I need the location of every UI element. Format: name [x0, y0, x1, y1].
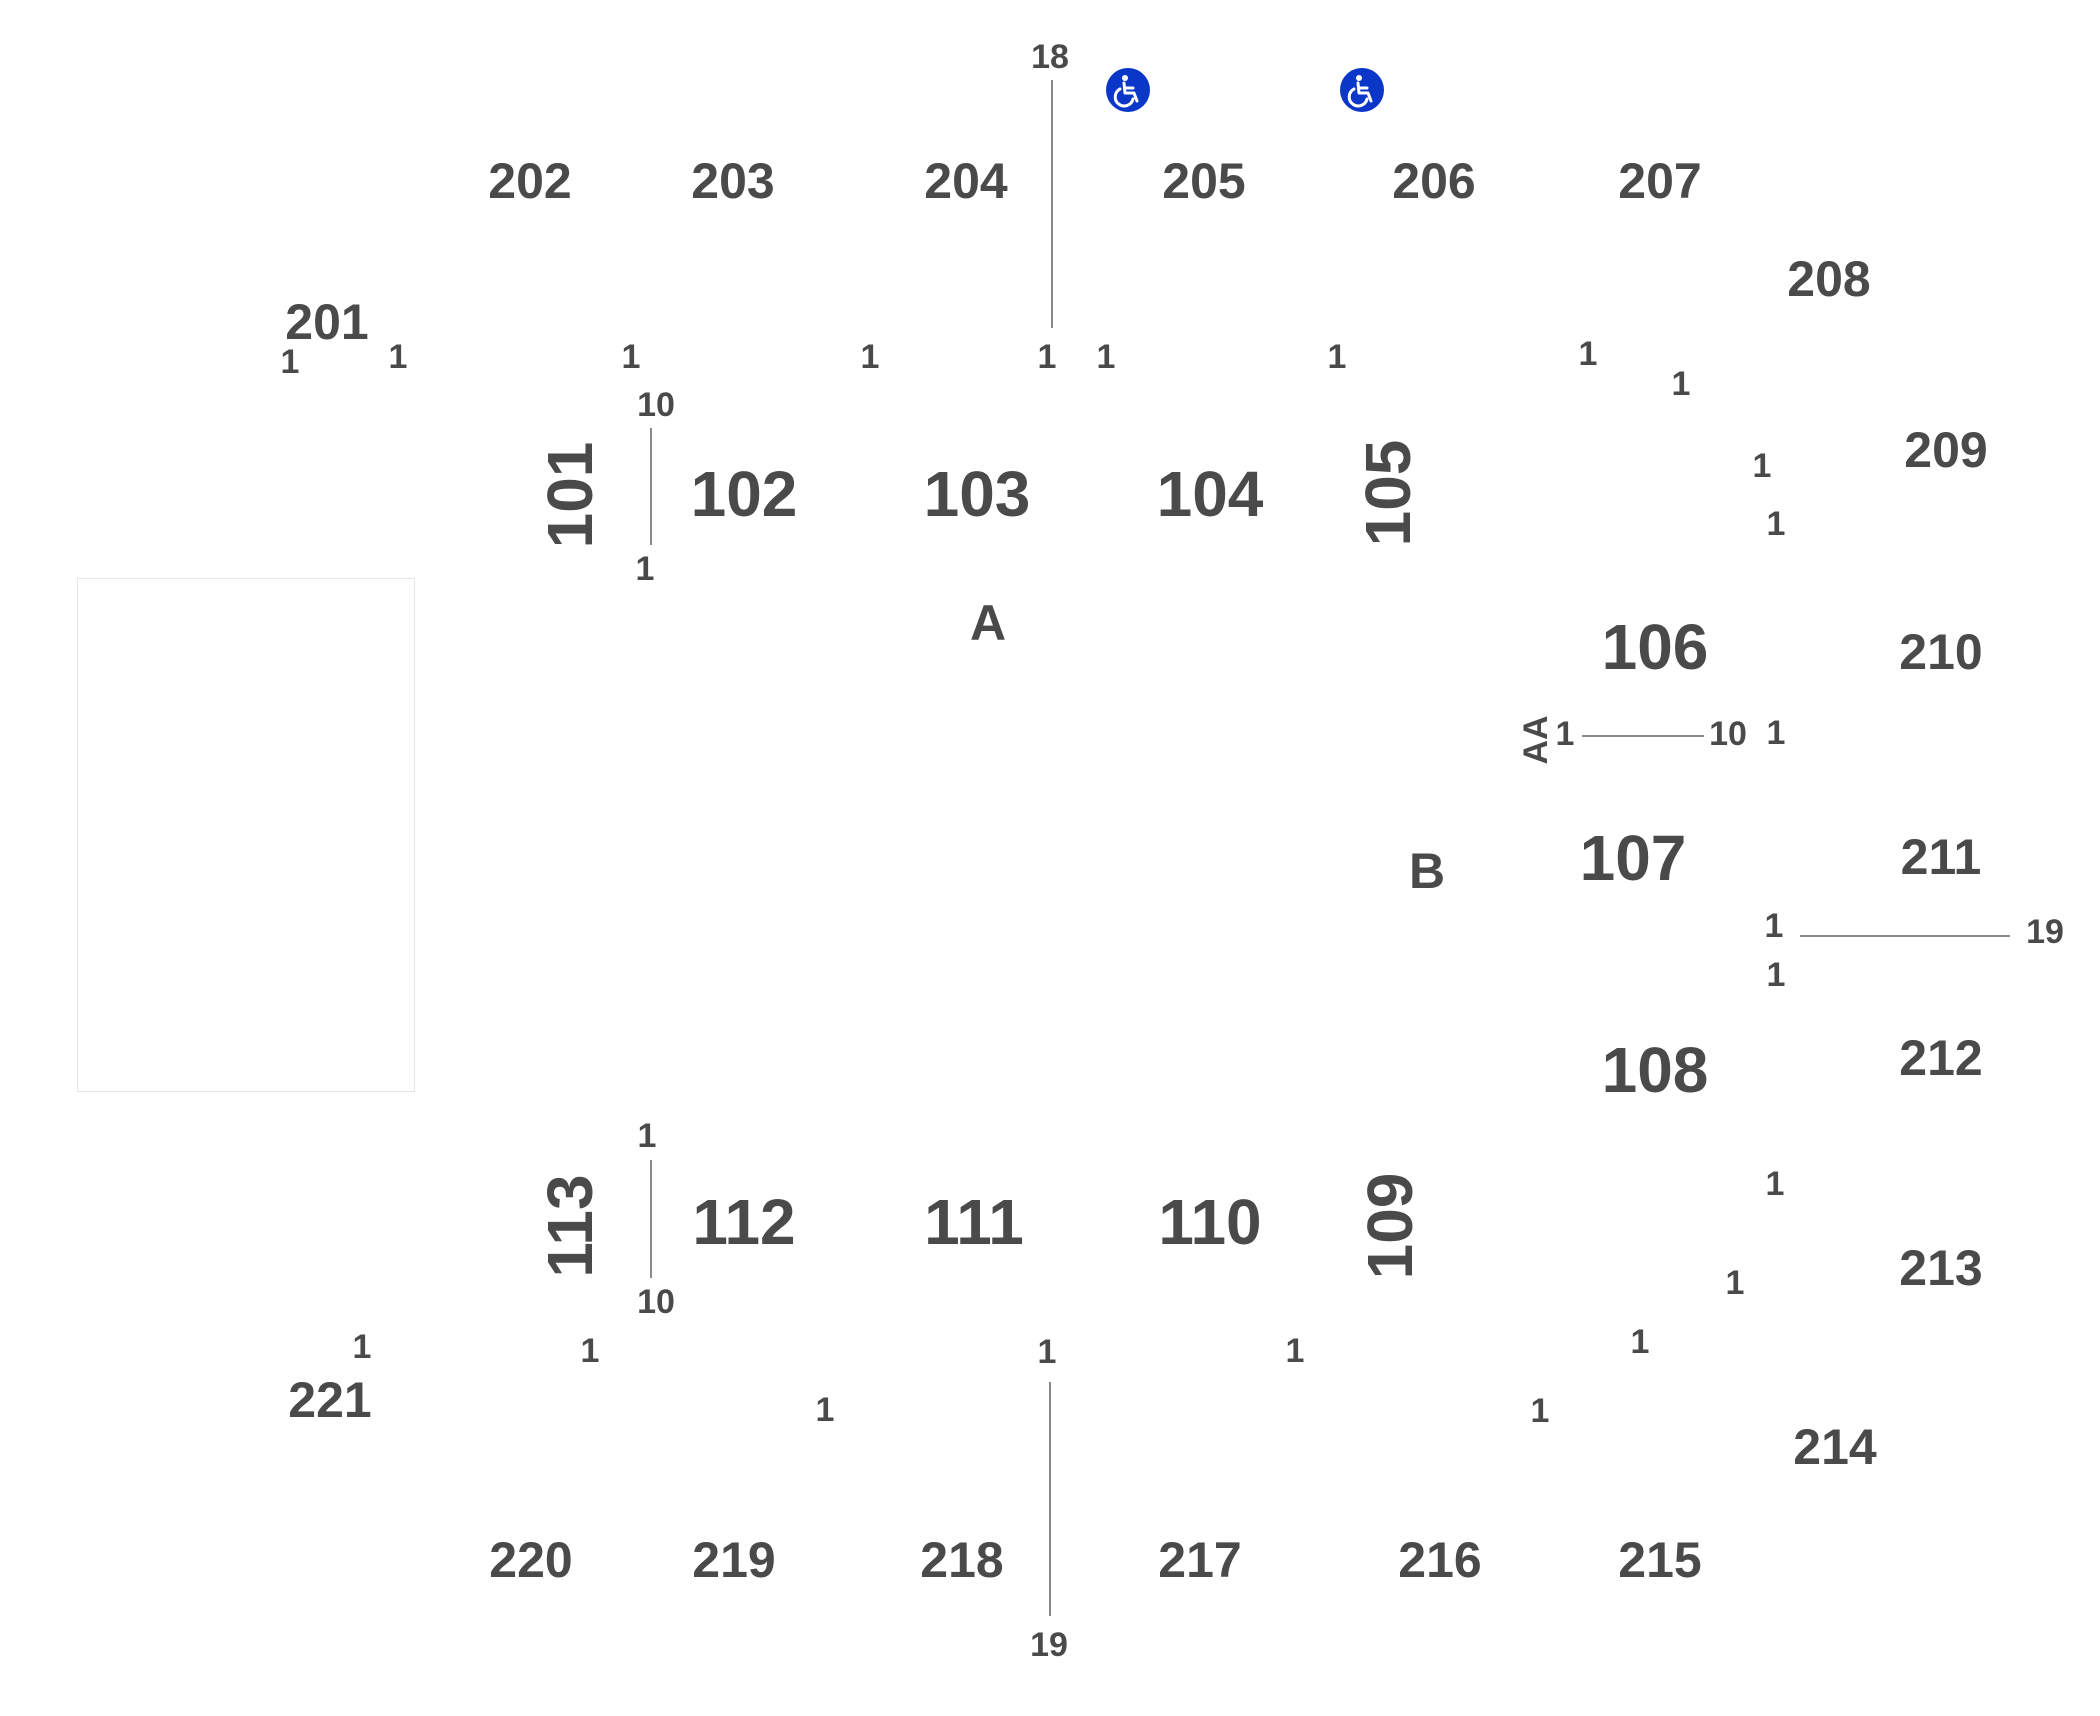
row-label: 1	[1766, 956, 1786, 994]
section-109[interactable]: 109	[1354, 1172, 1426, 1280]
section-213[interactable]: 213	[1899, 1240, 1983, 1296]
row-label: 1	[280, 343, 300, 381]
row-label: 1	[388, 338, 408, 376]
section-217[interactable]: 217	[1158, 1532, 1242, 1588]
row-label: 18	[1031, 38, 1069, 76]
row-label: 1	[580, 1332, 600, 1370]
stage-outline	[77, 578, 415, 1092]
row-label: 1	[1765, 1165, 1785, 1203]
section-201[interactable]: 201	[285, 294, 369, 350]
section-110[interactable]: 110	[1158, 1186, 1262, 1258]
section-107[interactable]: 107	[1579, 822, 1687, 894]
aisle-line-113	[650, 1160, 652, 1278]
floor-section-a[interactable]: A	[969, 595, 1007, 651]
section-111[interactable]: 111	[924, 1186, 1024, 1258]
row-label: 1	[1285, 1332, 1305, 1370]
row-label: 1	[815, 1391, 835, 1429]
section-113[interactable]: 113	[534, 1174, 606, 1278]
wheelchair-icon	[1106, 68, 1150, 112]
section-216[interactable]: 216	[1398, 1532, 1482, 1588]
row-label: 1	[1630, 1323, 1650, 1361]
section-206[interactable]: 206	[1392, 153, 1476, 209]
row-label: 1	[1096, 338, 1116, 376]
row-label: 1	[635, 550, 655, 588]
section-108[interactable]: 108	[1601, 1034, 1709, 1106]
section-220[interactable]: 220	[489, 1532, 573, 1588]
row-label: 1	[860, 338, 880, 376]
row-label: 1	[1752, 447, 1772, 485]
row-label: 1	[1766, 714, 1786, 752]
row-label: 10	[1709, 715, 1747, 753]
wheelchair-icon	[1340, 68, 1384, 112]
aisle-line-101	[650, 428, 652, 545]
section-212[interactable]: 212	[1899, 1030, 1983, 1086]
section-112[interactable]: 112	[692, 1186, 796, 1258]
row-label: 10	[637, 1283, 675, 1321]
row-label: 1	[1327, 338, 1347, 376]
aisle-line-aa	[1582, 735, 1704, 737]
aisle-line-211	[1800, 935, 2010, 937]
row-label: 19	[2026, 913, 2064, 951]
row-label: 1	[621, 338, 641, 376]
row-label: 1	[1037, 1333, 1057, 1371]
row-label: 1	[1555, 715, 1575, 753]
section-204[interactable]: 204	[924, 153, 1008, 209]
section-101[interactable]: 101	[534, 441, 606, 549]
section-106[interactable]: 106	[1601, 611, 1709, 683]
aisle-line-bottom	[1049, 1382, 1051, 1616]
section-208[interactable]: 208	[1787, 251, 1871, 307]
floor-section-b[interactable]: B	[1408, 843, 1446, 899]
aisle-line-top	[1051, 80, 1053, 328]
section-102[interactable]: 102	[690, 458, 798, 530]
row-label: 10	[637, 386, 675, 424]
section-219[interactable]: 219	[692, 1532, 776, 1588]
section-104[interactable]: 104	[1156, 458, 1264, 530]
row-label: 1	[1530, 1392, 1550, 1430]
section-214[interactable]: 214	[1793, 1419, 1877, 1475]
row-label: 1	[352, 1328, 372, 1366]
row-label: 1	[1578, 335, 1598, 373]
row-label: 1	[637, 1117, 657, 1155]
section-210[interactable]: 210	[1899, 624, 1983, 680]
section-218[interactable]: 218	[920, 1532, 1004, 1588]
section-215[interactable]: 215	[1618, 1532, 1702, 1588]
section-207[interactable]: 207	[1618, 153, 1702, 209]
section-105[interactable]: 105	[1352, 439, 1424, 547]
section-202[interactable]: 202	[488, 153, 572, 209]
section-205[interactable]: 205	[1162, 153, 1246, 209]
row-label: 1	[1725, 1264, 1745, 1302]
row-label: 1	[1764, 907, 1784, 945]
section-203[interactable]: 203	[691, 153, 775, 209]
section-221[interactable]: 221	[288, 1372, 372, 1428]
section-209[interactable]: 209	[1904, 422, 1988, 478]
section-211[interactable]: 211	[1900, 829, 1982, 885]
row-label: 19	[1030, 1626, 1068, 1664]
row-label: 1	[1037, 338, 1057, 376]
row-label: 1	[1766, 505, 1786, 543]
section-103[interactable]: 103	[923, 458, 1031, 530]
row-label-aa: AA	[1517, 715, 1555, 765]
row-label: 1	[1671, 365, 1691, 403]
